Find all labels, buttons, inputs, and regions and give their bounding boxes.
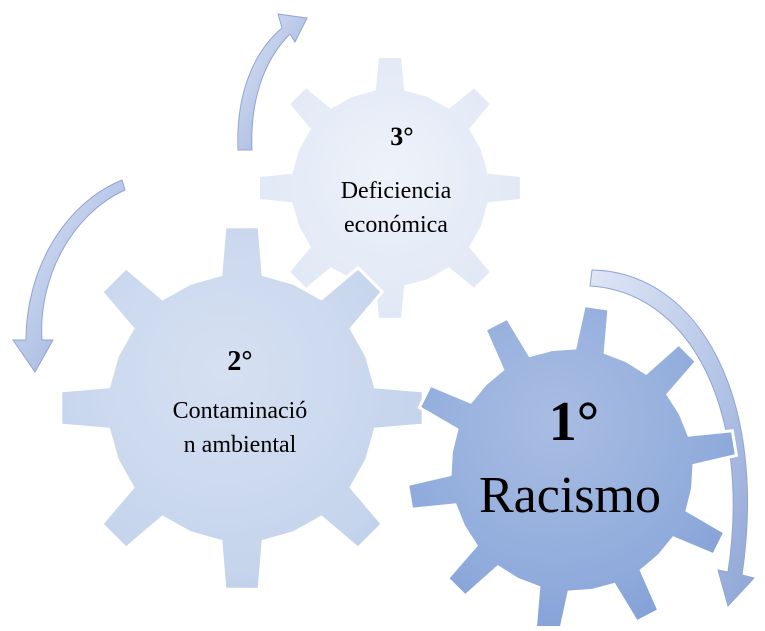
gear-2-label-line-2: n ambiental — [184, 432, 297, 458]
gear-3: 3° Deficiencia económica — [257, 55, 523, 321]
gear-1-shape — [405, 303, 739, 631]
gear-3-number: 3° — [390, 122, 413, 151]
gear-2-label-line-1: Contaminació — [173, 398, 308, 424]
gear-3-label-line-1: Deficiencia — [341, 178, 452, 204]
gear-2-number: 2° — [227, 346, 252, 377]
arrow-gear3 — [237, 13, 308, 151]
gear-1-label: Racismo — [479, 467, 661, 524]
gear-2-shape — [59, 225, 425, 591]
gear-3-label-line-2: económica — [344, 212, 448, 238]
cycle-arrows — [12, 13, 755, 607]
arrow-gear2 — [12, 179, 126, 373]
gear-2: 2° Contaminació n ambiental — [59, 225, 425, 591]
gear-3-shape — [257, 55, 523, 321]
arrow-gear1 — [589, 269, 755, 607]
gear-1-number: 1° — [549, 391, 599, 453]
gear-1: 1° Racismo — [405, 303, 739, 631]
